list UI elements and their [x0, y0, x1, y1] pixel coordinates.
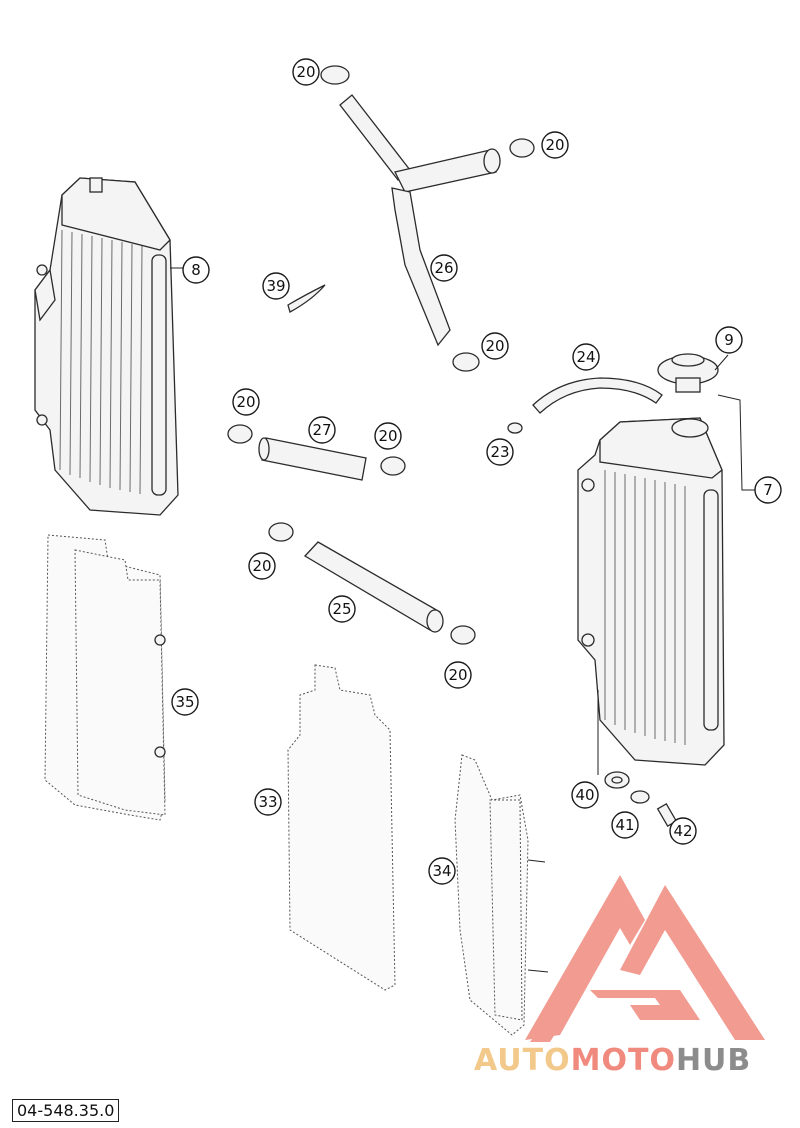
- hose-clamp: [380, 456, 406, 476]
- callout-25: 25: [328, 595, 356, 623]
- wordmark-hub: HUB: [675, 1043, 752, 1078]
- svg-text:7: 7: [763, 481, 773, 499]
- svg-text:35: 35: [175, 693, 194, 711]
- svg-text:41: 41: [615, 816, 634, 834]
- washer: [630, 790, 650, 804]
- upper-y-hose: [339, 94, 501, 347]
- callout-7: 7: [754, 476, 782, 504]
- radiator-grille: [287, 664, 396, 991]
- svg-text:20: 20: [252, 557, 271, 575]
- lower-hose: [303, 541, 444, 633]
- callout-42: 42: [669, 817, 697, 845]
- callout-20-middle-right: 20: [374, 422, 402, 450]
- callout-34: 34: [428, 857, 456, 885]
- callout-26: 26: [430, 254, 458, 282]
- callout-40: 40: [571, 781, 599, 809]
- radiator-guard: [454, 754, 549, 1036]
- svg-text:20: 20: [485, 337, 504, 355]
- callout-8: 8: [182, 256, 210, 284]
- callout-20-lower-right: 20: [444, 661, 472, 689]
- hose-clamp: [452, 352, 480, 372]
- clip: [287, 284, 326, 313]
- svg-text:39: 39: [266, 277, 285, 295]
- svg-text:25: 25: [332, 600, 351, 618]
- wordmark-moto: MOTO: [570, 1043, 676, 1078]
- svg-text:9: 9: [724, 331, 734, 349]
- callout-20-top: 20: [292, 58, 320, 86]
- left-radiator: [34, 177, 179, 516]
- overflow-hose: [532, 377, 663, 414]
- radiator-cap: [657, 353, 719, 393]
- hose-clamp: [450, 625, 476, 645]
- grommet: [604, 771, 630, 789]
- callout-20-top-right: 20: [541, 131, 569, 159]
- svg-text:20: 20: [378, 427, 397, 445]
- callout-20-upper-hose-end: 20: [481, 332, 509, 360]
- automotohub-logo: [525, 875, 765, 1042]
- wordmark-auto: AUTO: [474, 1043, 571, 1078]
- callout-35: 35: [171, 688, 199, 716]
- callout-41: 41: [611, 811, 639, 839]
- hose-clamp: [509, 138, 535, 158]
- svg-text:20: 20: [236, 393, 255, 411]
- radiator-shroud: [44, 534, 166, 821]
- callout-39: 39: [262, 272, 290, 300]
- callout-20-lower-left: 20: [248, 552, 276, 580]
- svg-text:26: 26: [434, 259, 453, 277]
- svg-text:33: 33: [258, 793, 277, 811]
- svg-text:34: 34: [432, 862, 451, 880]
- svg-text:20: 20: [448, 666, 467, 684]
- callout-20-middle-left: 20: [232, 388, 260, 416]
- svg-text:24: 24: [576, 348, 595, 366]
- svg-text:20: 20: [545, 136, 564, 154]
- svg-text:23: 23: [490, 443, 509, 461]
- watermark-wordmark: AUTOMOTOHUB: [474, 1043, 751, 1078]
- reference-code: 04-548.35.0: [12, 1099, 120, 1122]
- callout-33: 33: [254, 788, 282, 816]
- right-radiator: [577, 417, 725, 766]
- hose-clamp: [227, 424, 253, 444]
- svg-text:27: 27: [312, 421, 331, 439]
- svg-text:42: 42: [673, 822, 692, 840]
- callout-24: 24: [572, 343, 600, 371]
- small-clamp: [507, 422, 523, 434]
- svg-text:20: 20: [296, 63, 315, 81]
- callout-27: 27: [308, 416, 336, 444]
- hose-clamp: [268, 522, 294, 542]
- callout-9: 9: [715, 326, 743, 354]
- svg-text:8: 8: [191, 261, 201, 279]
- svg-text:40: 40: [575, 786, 594, 804]
- callout-23: 23: [486, 438, 514, 466]
- middle-hose: [258, 437, 367, 481]
- hose-clamp: [320, 65, 350, 85]
